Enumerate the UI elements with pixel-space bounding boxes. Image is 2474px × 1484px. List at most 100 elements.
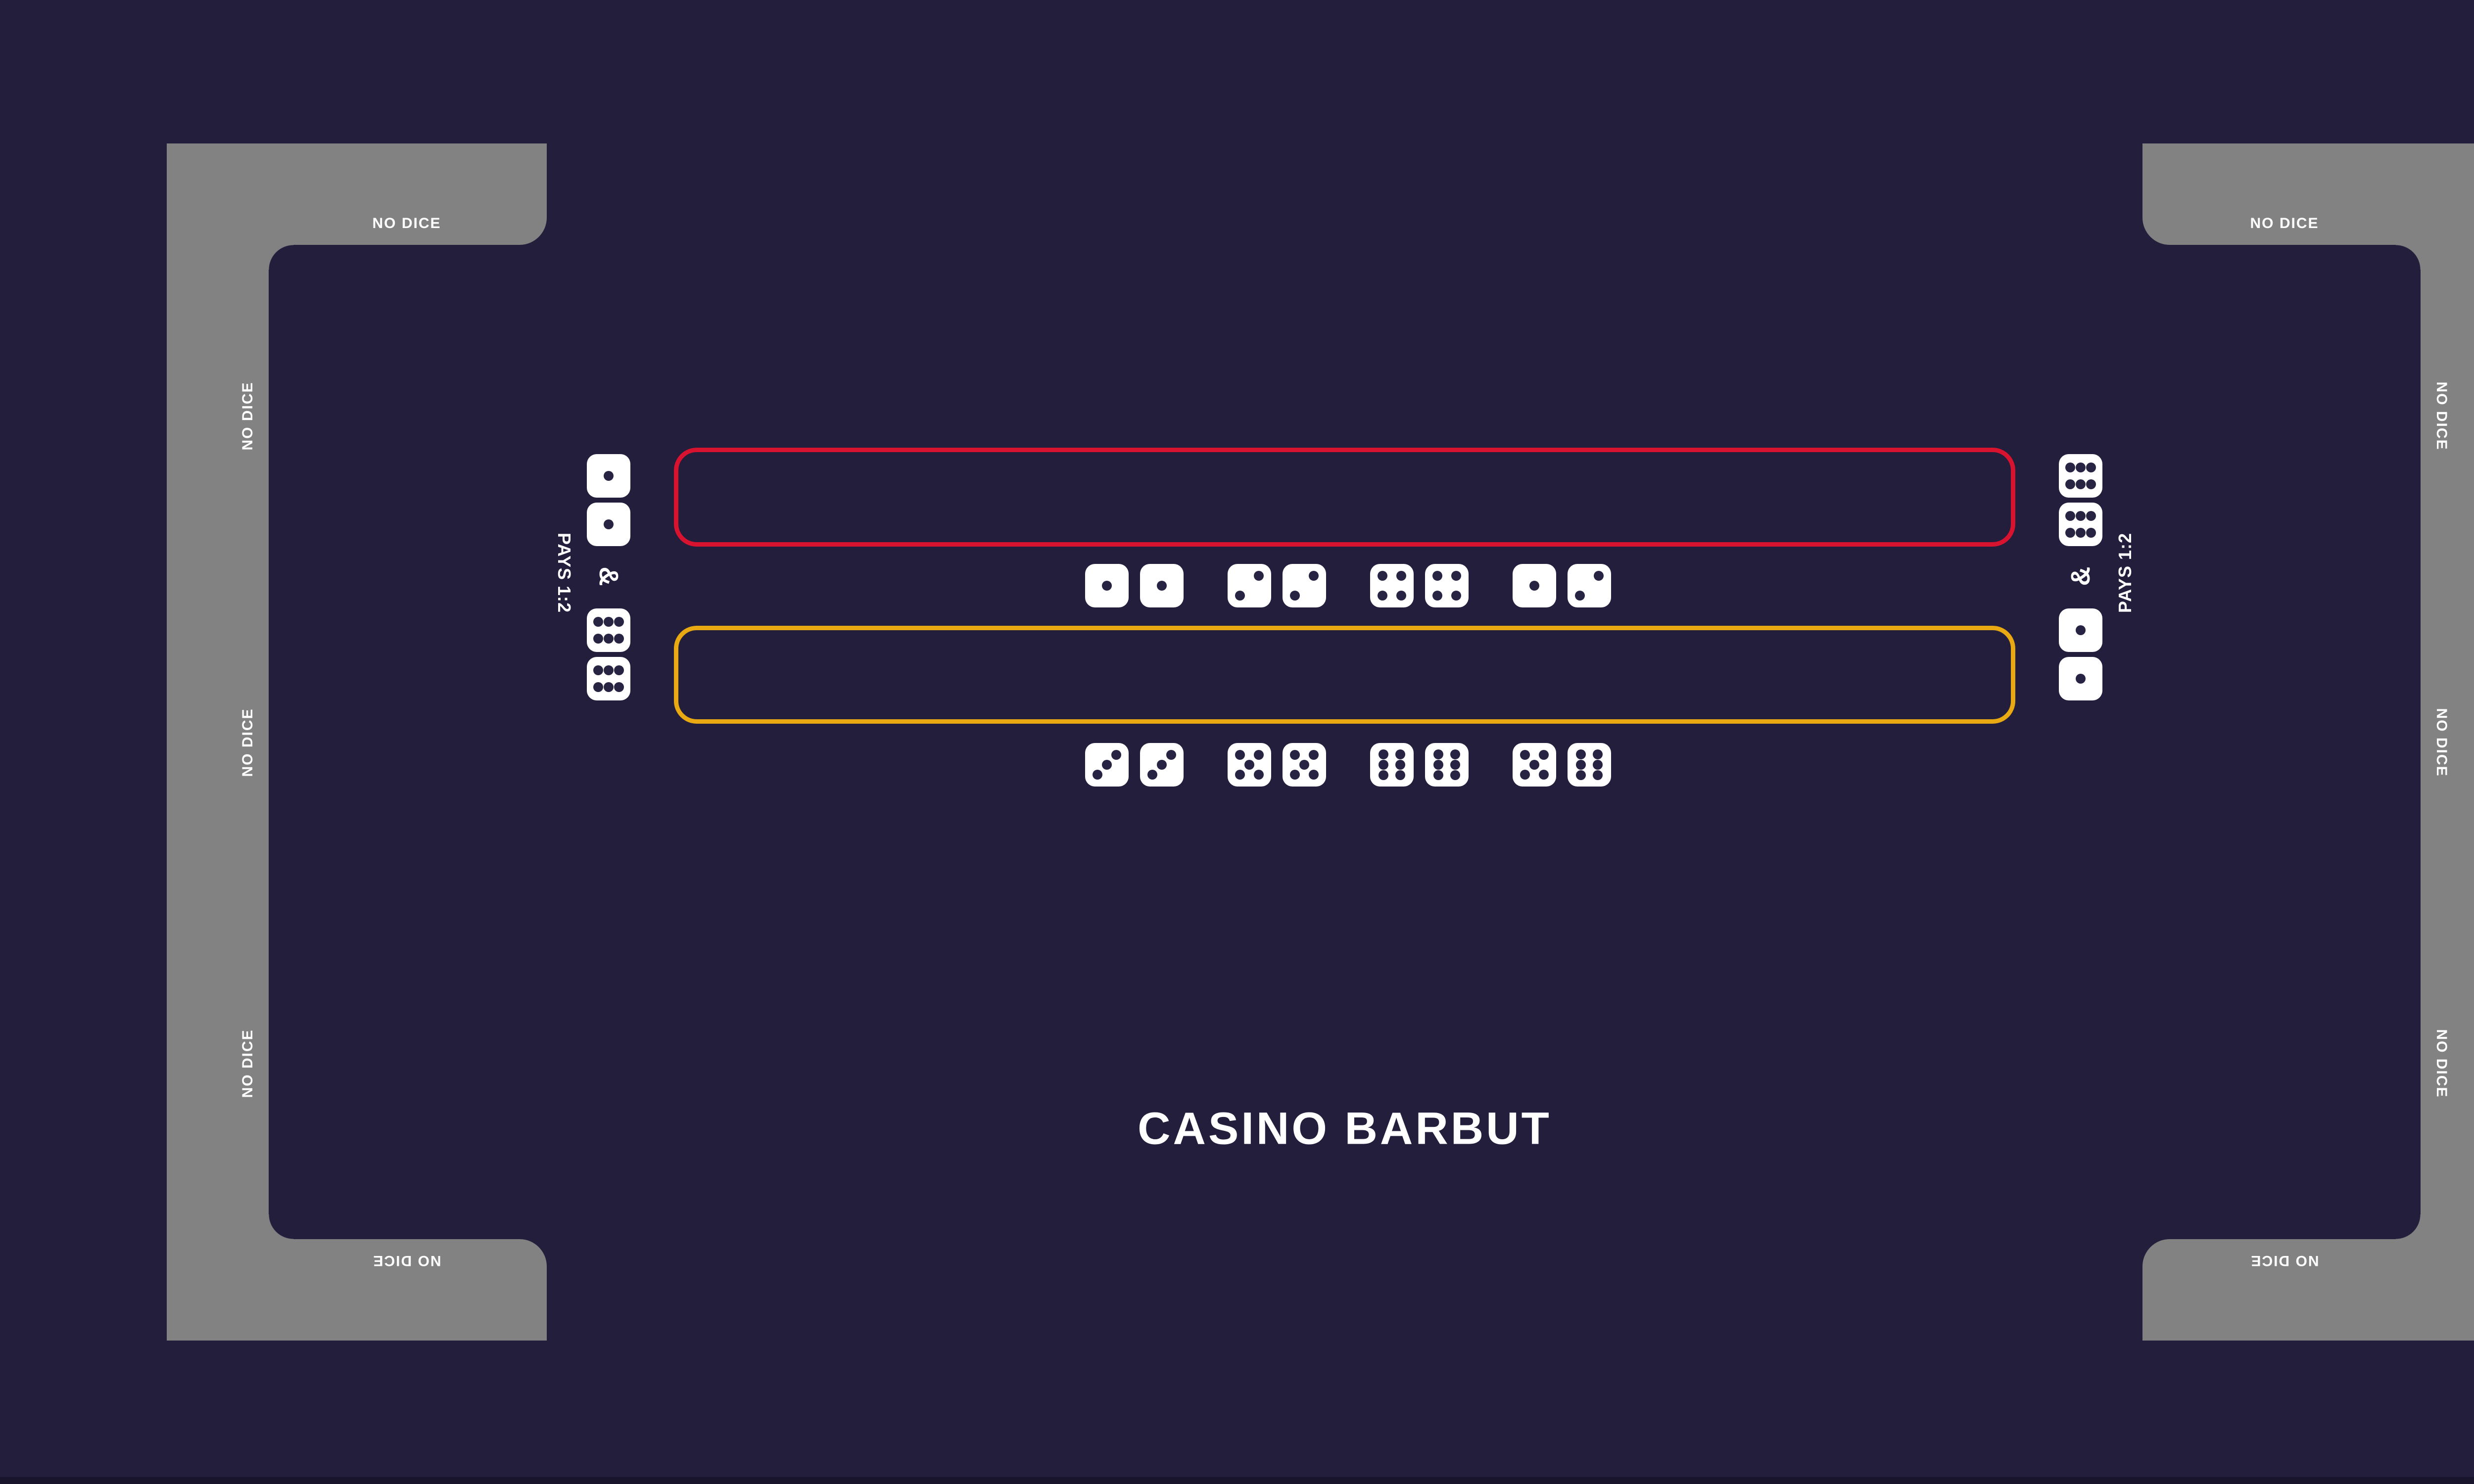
dice-pair-5-5: [1228, 743, 1326, 787]
no-dice-label-bottom-left: NO DICE: [372, 1252, 441, 1269]
die-pip: [1592, 760, 1603, 770]
die-pip: [1235, 749, 1245, 760]
no-dice-label-bottom-right: NO DICE: [2250, 1252, 2319, 1269]
die-pip: [614, 617, 624, 627]
no-dice-label-right-upper: NO DICE: [2433, 381, 2450, 451]
no-dice-label-top-left: NO DICE: [372, 215, 441, 232]
rail-bottom-right: [2142, 1239, 2474, 1341]
dice-pair-3-3: [1085, 743, 1184, 787]
die-pip: [604, 471, 614, 481]
die-pip: [1379, 749, 1389, 759]
die-4: [1370, 564, 1414, 607]
die-5: [1283, 743, 1326, 787]
die-pip: [1157, 581, 1167, 591]
die-pip: [2086, 527, 2096, 538]
no-dice-label-left-upper: NO DICE: [239, 381, 256, 451]
die-3: [1085, 743, 1129, 787]
die-pip: [1433, 760, 1444, 770]
die-pip: [1450, 760, 1460, 770]
die-pip: [1594, 570, 1604, 581]
rail-fillet: [2396, 1214, 2421, 1239]
left-ampersand-label: &: [594, 566, 623, 586]
die-pip: [1299, 760, 1309, 770]
no-dice-label-left-middle: NO DICE: [239, 708, 256, 777]
die-pip: [2076, 479, 2086, 489]
die-pip: [1147, 770, 1157, 780]
die-pip: [1092, 770, 1102, 780]
right-ampersand-label: &: [2066, 566, 2095, 586]
die-3: [1140, 743, 1184, 787]
die-pip: [1451, 591, 1462, 601]
die-pip: [1520, 749, 1530, 760]
die-pip: [1396, 570, 1407, 581]
die-pip: [614, 682, 624, 692]
die-pip: [1166, 749, 1177, 760]
die-pip: [1395, 749, 1405, 759]
winning-combos-row: [1085, 743, 1611, 787]
die-pip: [604, 633, 614, 644]
die-pip: [1254, 770, 1264, 780]
rail-right: [2421, 143, 2474, 1341]
die-1: [1140, 564, 1184, 607]
die-pip: [1539, 749, 1549, 760]
die-pip: [593, 633, 603, 644]
die-5: [1513, 743, 1556, 787]
die-1: [2059, 608, 2102, 652]
dice-pair-5-6: [1513, 743, 1611, 787]
die-pip: [1396, 591, 1407, 601]
die-pip: [614, 633, 624, 644]
rail-top-right: [2142, 143, 2474, 245]
die-pip: [1289, 749, 1300, 760]
die-6: [1425, 743, 1469, 787]
die-pip: [1433, 770, 1444, 781]
die-pip: [2086, 463, 2096, 473]
die-4: [1425, 564, 1469, 607]
die-6: [2059, 454, 2102, 498]
die-pip: [2065, 511, 2075, 521]
die-pip: [1235, 770, 1245, 780]
die-pip: [2086, 479, 2096, 489]
bottom-edge-shadow: [0, 1477, 2474, 1484]
die-pip: [2076, 511, 2086, 521]
die-pip: [1379, 760, 1389, 770]
die-pip: [2076, 527, 2086, 538]
die-pip: [1592, 770, 1603, 781]
no-dice-label-top-right: NO DICE: [2250, 215, 2319, 232]
dice-pair-4-4: [1370, 564, 1469, 607]
die-2: [1283, 564, 1326, 607]
dice-pair-6-6: [1370, 743, 1469, 787]
die-6: [2059, 503, 2102, 546]
die-pip: [1377, 591, 1387, 601]
die-pip: [1450, 749, 1460, 759]
die-2: [1228, 564, 1271, 607]
die-1: [2059, 657, 2102, 700]
winning-combos-bet-zone[interactable]: [674, 626, 2015, 724]
die-pip: [593, 682, 603, 692]
die-pip: [1432, 570, 1442, 581]
die-1: [587, 503, 630, 546]
die-6: [1568, 743, 1611, 787]
die-pip: [2076, 674, 2086, 684]
rail-fillet: [269, 1214, 293, 1239]
die-pip: [604, 519, 614, 529]
die-pip: [1432, 591, 1442, 601]
die-6: [587, 608, 630, 652]
rail-left: [167, 143, 269, 1341]
die-pip: [604, 682, 614, 692]
rail-fillet: [269, 245, 293, 270]
no-dice-label-left-lower: NO DICE: [239, 1029, 256, 1098]
no-dice-label-right-middle: NO DICE: [2433, 708, 2450, 777]
die-pip: [1450, 770, 1460, 781]
losing-combos-bet-zone[interactable]: [674, 448, 2015, 547]
rail-top-left: [167, 143, 547, 245]
die-pip: [2086, 511, 2096, 521]
die-pip: [1576, 749, 1586, 759]
die-pip: [1111, 749, 1122, 760]
die-pip: [1377, 570, 1387, 581]
die-pip: [2065, 463, 2075, 473]
no-dice-label-right-lower: NO DICE: [2433, 1029, 2450, 1098]
dice-pair-1-2: [1513, 564, 1611, 607]
die-pip: [1244, 760, 1254, 770]
die-pip: [1309, 570, 1319, 581]
die-2: [1568, 564, 1611, 607]
